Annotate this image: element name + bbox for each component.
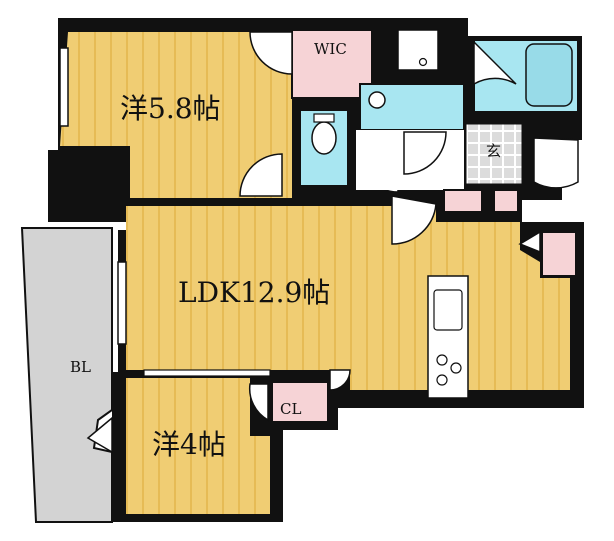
window <box>59 47 69 127</box>
kitchen-sink <box>433 289 463 331</box>
shoe-cabinet <box>443 189 483 213</box>
room-label-western1: 洋5.8帖 <box>120 92 221 125</box>
room-label-wic: WIC <box>314 40 347 58</box>
western-room-1 <box>60 32 292 198</box>
door-swing <box>248 383 269 422</box>
door-swing <box>473 40 517 86</box>
entrance <box>465 123 523 185</box>
door-swing <box>249 31 293 75</box>
stove-burner <box>450 362 462 374</box>
stove-burner <box>436 374 448 386</box>
room-label-entrance: 玄 <box>486 142 501 160</box>
drain <box>418 57 428 67</box>
room-label-ldk: LDK12.9帖 <box>178 276 330 309</box>
shoe-cabinet <box>493 189 519 213</box>
toilet-tank <box>313 113 335 123</box>
stove-burner <box>436 354 448 366</box>
bathtub <box>525 43 573 107</box>
door-swing <box>86 416 113 454</box>
door-swing <box>329 369 351 391</box>
room-label-closet: CL <box>280 400 301 418</box>
room-label-balcony: BL <box>70 358 91 376</box>
room-label-western2: 洋4帖 <box>152 428 226 461</box>
storage <box>541 231 577 277</box>
toilet <box>311 121 337 155</box>
basin <box>368 91 386 109</box>
door-swing <box>239 153 283 197</box>
door-swing <box>518 230 541 254</box>
western-room-2 <box>126 378 270 514</box>
window <box>117 261 127 345</box>
balcony <box>20 227 113 523</box>
door-swing <box>391 195 437 245</box>
washer-space <box>397 29 439 71</box>
wic-room <box>291 29 373 99</box>
sliding-door <box>143 369 271 377</box>
door-swing <box>403 131 447 175</box>
closet <box>271 381 329 423</box>
door-swing <box>533 137 579 189</box>
